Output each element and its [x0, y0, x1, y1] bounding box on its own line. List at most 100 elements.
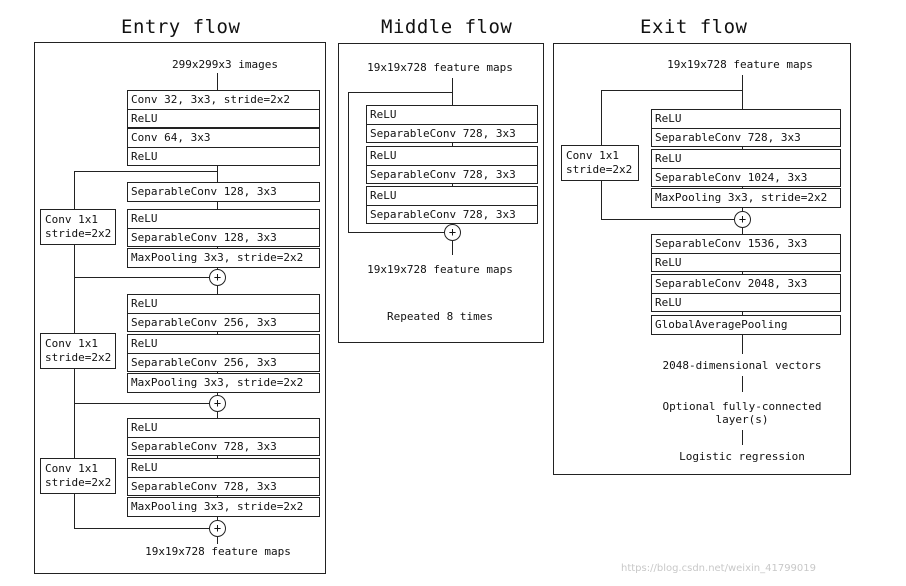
exit-block-gap: GlobalAveragePooling	[651, 315, 841, 335]
connector	[217, 331, 218, 334]
skip-line	[348, 232, 444, 233]
skip-line	[74, 403, 209, 404]
layer-label: MaxPooling 3x3, stride=2x2	[131, 251, 304, 264]
entry-output-label: 19x19x728 feature maps	[145, 545, 291, 558]
layer-label: ReLU	[652, 293, 840, 311]
layer-label: SeparableConv 728, 3x3	[367, 205, 537, 223]
layer-label: SeparableConv 728, 3x3	[367, 124, 537, 142]
fc-label-line2: layer(s)	[715, 413, 769, 426]
skip-line	[74, 171, 217, 172]
layer-label: SeparableConv 256, 3x3	[128, 313, 319, 331]
entry-block-maxpool-2: MaxPooling 3x3, stride=2x2	[127, 373, 320, 393]
layer-label: ReLU	[655, 112, 682, 125]
entry-block-relu-sepconv128: ReLU SeparableConv 128, 3x3	[127, 209, 320, 247]
layer-label: ReLU	[652, 253, 840, 271]
skip-label: Conv 1x1	[45, 337, 98, 350]
exit-block-sepconv2048: SeparableConv 2048, 3x3 ReLU	[651, 274, 841, 312]
skip-label: Conv 1x1	[45, 462, 98, 475]
exit-flow-title: Exit flow	[640, 16, 748, 38]
add-icon: +	[734, 211, 751, 228]
skip-label: stride=2x2	[45, 351, 112, 364]
connector	[217, 201, 218, 209]
middle-input-label: 19x19x728 feature maps	[367, 61, 513, 74]
skip-line	[348, 92, 349, 232]
entry-skip-conv-2: Conv 1x1 stride=2x2	[40, 333, 116, 369]
skip-label: stride=2x2	[566, 163, 633, 176]
layer-label: ReLU	[655, 152, 682, 165]
skip-line	[74, 528, 209, 529]
entry-block-relu-sepconv256-a: ReLU SeparableConv 256, 3x3	[127, 294, 320, 332]
exit-block-sepconv1536: SeparableConv 1536, 3x3 ReLU	[651, 234, 841, 272]
connector	[742, 228, 743, 234]
entry-input-label: 299x299x3 images	[172, 58, 278, 71]
connector	[217, 165, 218, 182]
layer-label: SeparableConv 728, 3x3	[367, 165, 537, 183]
entry-block-maxpool-3: MaxPooling 3x3, stride=2x2	[127, 497, 320, 517]
middle-output-label: 19x19x728 feature maps	[367, 263, 513, 276]
layer-label: MaxPooling 3x3, stride=2x2	[131, 376, 304, 389]
layer-label: SeparableConv 1024, 3x3	[652, 168, 840, 186]
entry-block-relu-sepconv256-b: ReLU SeparableConv 256, 3x3	[127, 334, 320, 372]
layer-label: SeparableConv 728, 3x3	[128, 437, 319, 455]
connector	[742, 146, 743, 149]
connector	[217, 371, 218, 373]
connector	[217, 412, 218, 418]
repeat-note: Repeated 8 times	[387, 310, 493, 323]
layer-label: Conv 64, 3x3	[131, 131, 211, 144]
exit-block-maxpool: MaxPooling 3x3, stride=2x2	[651, 188, 841, 208]
connector	[452, 223, 453, 224]
middle-block-3: ReLU SeparableConv 728, 3x3	[366, 186, 538, 224]
cropped-caption-remnant	[0, 0, 906, 10]
exit-block-sepconv728: ReLU SeparableConv 728, 3x3	[651, 109, 841, 147]
skip-label: stride=2x2	[45, 227, 112, 240]
connector	[452, 78, 453, 105]
layer-label: ReLU	[370, 189, 397, 202]
skip-line	[74, 277, 209, 278]
layer-label: SeparableConv 728, 3x3	[652, 128, 840, 146]
exit-skip-conv: Conv 1x1 stride=2x2	[561, 145, 639, 181]
vectors-label: 2048-dimensional vectors	[662, 359, 822, 372]
connector	[742, 376, 743, 392]
connector	[742, 430, 743, 445]
exit-input-label: 19x19x728 feature maps	[667, 58, 813, 71]
connector	[217, 495, 218, 497]
connector	[452, 183, 453, 186]
skip-label: Conv 1x1	[566, 149, 619, 162]
skip-label: Conv 1x1	[45, 213, 98, 226]
layer-label: Conv 32, 3x3, stride=2x2	[131, 93, 290, 106]
layer-label: SeparableConv 128, 3x3	[128, 228, 319, 246]
skip-line	[601, 219, 734, 220]
middle-block-1: ReLU SeparableConv 728, 3x3	[366, 105, 538, 143]
connector	[217, 516, 218, 520]
connector	[217, 286, 218, 294]
logistic-label: Logistic regression	[679, 450, 805, 463]
connector	[742, 334, 743, 354]
connector	[217, 267, 218, 269]
layer-label: ReLU	[131, 297, 158, 310]
fc-label-line1: Optional fully-connected	[662, 400, 822, 413]
layer-label: MaxPooling 3x3, stride=2x2	[131, 500, 304, 513]
add-icon: +	[209, 520, 226, 537]
connector	[742, 311, 743, 315]
add-icon: +	[209, 269, 226, 286]
layer-label: ReLU	[370, 149, 397, 162]
layer-label: ReLU	[131, 461, 158, 474]
watermark: https://blog.csdn.net/weixin_41799019	[621, 563, 817, 574]
entry-block-conv64: Conv 64, 3x3 ReLU	[127, 128, 320, 166]
layer-label: SeparableConv 128, 3x3	[131, 185, 277, 198]
connector	[217, 537, 218, 544]
entry-block-conv32: Conv 32, 3x3, stride=2x2 ReLU	[127, 90, 320, 128]
entry-flow-title: Entry flow	[121, 16, 241, 38]
connector	[217, 392, 218, 395]
connector	[217, 246, 218, 248]
layer-label: ReLU	[370, 108, 397, 121]
entry-block-maxpool-1: MaxPooling 3x3, stride=2x2	[127, 248, 320, 268]
layer-label: ReLU	[131, 212, 158, 225]
connector	[742, 271, 743, 274]
connector	[217, 73, 218, 90]
entry-skip-conv-1: Conv 1x1 stride=2x2	[40, 209, 116, 245]
layer-label: ReLU	[131, 337, 158, 350]
entry-block-relu-sepconv728-a: ReLU SeparableConv 728, 3x3	[127, 418, 320, 456]
connector	[742, 207, 743, 211]
